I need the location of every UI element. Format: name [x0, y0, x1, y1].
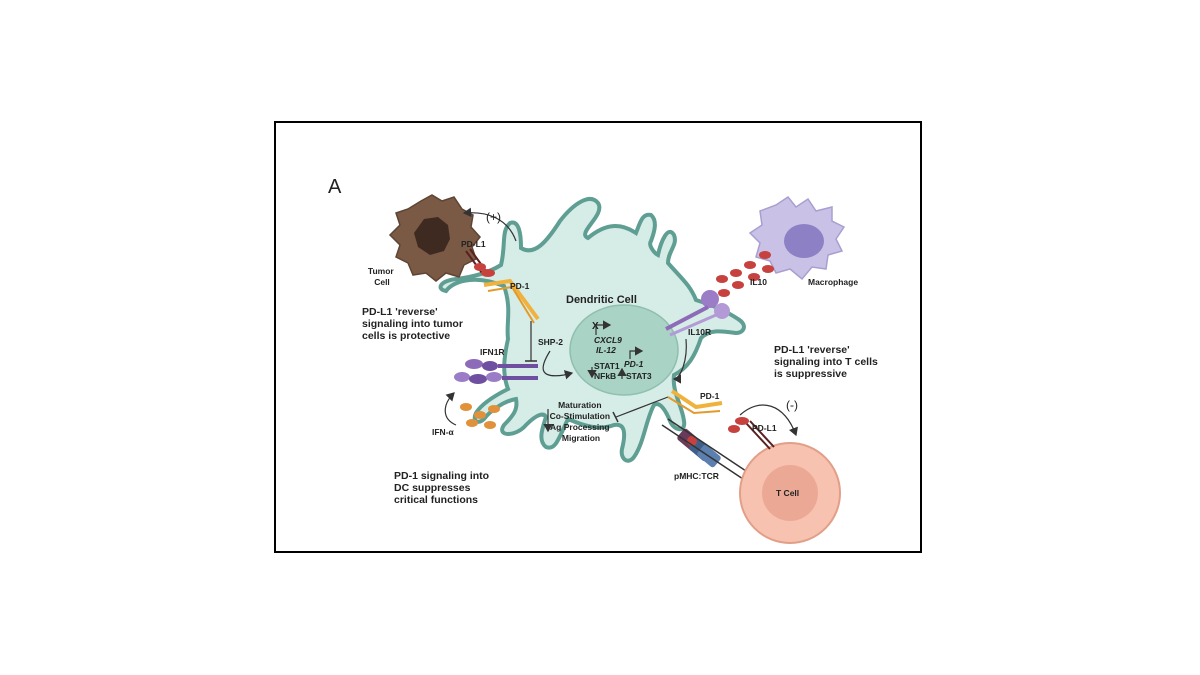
macrophage-nucleus: [784, 224, 824, 258]
nucleus: [569, 304, 679, 396]
dc-functions-list: Maturation Co-Stimulation Ag Processing …: [550, 400, 613, 443]
pd1-pdl1-signaling-diagram: A Tumor Cell (+) PD-L1 PD-1 Macrophage I…: [328, 176, 881, 544]
il10-label: IL10: [750, 277, 767, 287]
note-tumor-protective: PD-L1 'reverse' signaling into tumor cel…: [362, 306, 466, 342]
tumor-pdl1-head: [481, 269, 495, 277]
ifn1r-receptor: [454, 359, 538, 384]
note-tcell-suppressive: PD-L1 'reverse' signaling into T cells i…: [774, 344, 881, 380]
ifn1r-label: IFN1R: [480, 347, 505, 357]
note-dc-suppression: PD-1 signaling into DC suppresses critic…: [394, 470, 492, 506]
gene-pd1: PD-1: [624, 359, 644, 369]
pd1-gene-promoter-arrow: [629, 346, 644, 359]
panel-label: A: [328, 176, 342, 198]
gene-il12: IL-12: [596, 345, 616, 355]
il10r-label: IL10R: [688, 327, 711, 337]
pmhc-tcr-label: pMHC:TCR: [674, 471, 719, 481]
tcell-pdl1-head: [735, 417, 749, 425]
pd1-bottom-label: PD-1: [700, 391, 720, 401]
tcell-pdl1-stalk: [745, 422, 771, 450]
il10r-receptor: [665, 290, 730, 337]
tcell-pdl1-label: PD-L1: [752, 423, 777, 433]
tumor-cell-label: Tumor Cell: [368, 266, 396, 287]
cxcl9-promoter-arrow: [595, 320, 612, 335]
stat1-label: STAT1: [594, 361, 620, 371]
macrophage-label: Macrophage: [808, 277, 858, 287]
gene-cxcl9: CXCL9: [594, 335, 622, 345]
shp2-to-nucleus-arrow: [542, 350, 574, 380]
dendritic-cell-label: Dendritic Cell: [566, 294, 637, 306]
il10r-arrow: [672, 338, 687, 384]
nfkb-label: NFkB: [594, 371, 616, 381]
t-cell-label: T Cell: [776, 488, 799, 498]
shp2-label: SHP-2: [538, 337, 563, 347]
minus-feedback-arrow: [739, 404, 798, 437]
pd1-top-label: PD-1: [510, 281, 530, 291]
pd1-receptor-top: [483, 278, 540, 321]
pd1-receptor-bottom: [670, 389, 723, 410]
ifn-alpha-arrow: [444, 392, 457, 426]
plus-label: (+): [486, 210, 501, 224]
promoter-blocked-x: X: [592, 321, 599, 332]
ifn-alpha-label: IFN-α: [432, 427, 455, 437]
figure-frame: A Tumor Cell (+) PD-L1 PD-1 Macrophage I…: [274, 121, 922, 553]
plus-feedback-arrow: [462, 207, 517, 242]
pd1-inhibits-functions-line: [615, 396, 669, 418]
t-cell-nucleus: [762, 465, 818, 521]
ifn-alpha-molecules: [460, 403, 500, 429]
tumor-pdl1-label: PD-L1: [461, 239, 486, 249]
tumor-nucleus: [414, 217, 450, 255]
il10-molecules: [716, 251, 774, 297]
minus-label: (-): [786, 398, 798, 412]
stat3-label: STAT3: [626, 371, 652, 381]
pmhc-tcr-complex: [661, 418, 753, 482]
